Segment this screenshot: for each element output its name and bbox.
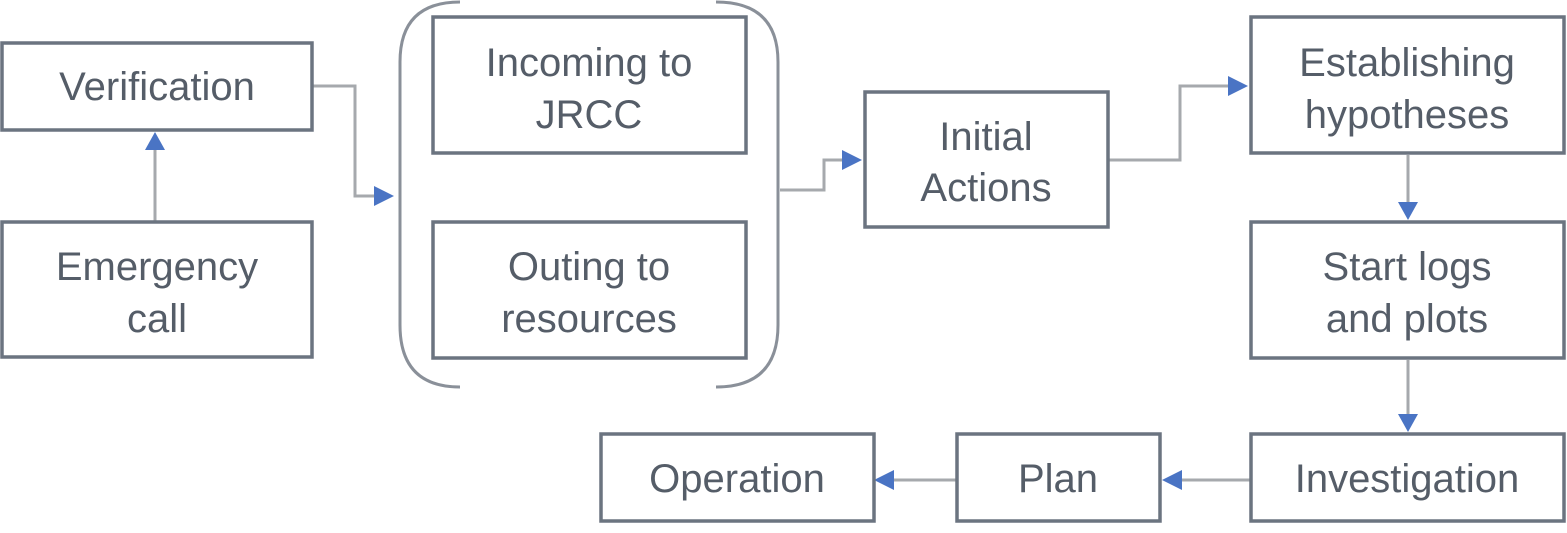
arrowhead-down-icon bbox=[1398, 202, 1418, 220]
node-start-logs-label-1: Start logs bbox=[1323, 245, 1492, 289]
node-emergency-call-label-2: call bbox=[127, 297, 187, 341]
group-bracket-left bbox=[398, 0, 461, 389]
node-verification-label-1: Verification bbox=[59, 65, 255, 109]
node-initial-actions: Initial Actions bbox=[863, 90, 1110, 229]
node-outing-resources: Outing to resources bbox=[431, 220, 748, 360]
node-outing-resources-label-1: Outing to bbox=[508, 245, 670, 289]
node-investigation: Investigation bbox=[1249, 432, 1566, 523]
node-operation: Operation bbox=[599, 432, 876, 523]
node-plan: Plan bbox=[955, 432, 1162, 523]
node-verification: Verification bbox=[0, 41, 314, 132]
node-start-logs: Start logs and plots bbox=[1249, 220, 1566, 360]
group-bracket-right bbox=[715, 0, 780, 389]
arrowhead-right-icon bbox=[374, 186, 394, 206]
edge-initial-actions-to-hypotheses bbox=[1108, 84, 1230, 162]
arrowhead-down-icon bbox=[1398, 414, 1418, 432]
node-initial-actions-label-2: Actions bbox=[920, 166, 1051, 210]
node-incoming-jrcc: Incoming to JRCC bbox=[431, 15, 748, 155]
edge-group-to-initial-actions bbox=[780, 158, 844, 192]
node-outing-resources-label-2: resources bbox=[501, 297, 677, 341]
edge-verification-to-group bbox=[312, 84, 376, 198]
arrowhead-right-icon bbox=[1228, 76, 1248, 96]
node-establishing-hypotheses-label-1: Establishing bbox=[1299, 41, 1515, 85]
arrowhead-right-icon bbox=[842, 150, 862, 170]
arrowhead-up-icon bbox=[145, 132, 165, 150]
node-start-logs-label-2: and plots bbox=[1326, 297, 1488, 341]
node-establishing-hypotheses: Establishing hypotheses bbox=[1249, 15, 1566, 155]
node-operation-label-1: Operation bbox=[649, 457, 825, 501]
node-initial-actions-label-1: Initial bbox=[939, 115, 1032, 159]
node-incoming-jrcc-label-2: JRCC bbox=[536, 93, 643, 137]
arrowhead-left-icon bbox=[1162, 470, 1182, 490]
node-investigation-label-1: Investigation bbox=[1295, 457, 1520, 501]
node-emergency-call-label-1: Emergency bbox=[56, 245, 258, 289]
node-emergency-call: Emergency call bbox=[0, 220, 314, 359]
node-incoming-jrcc-label-1: Incoming to bbox=[486, 41, 693, 85]
node-establishing-hypotheses-label-2: hypotheses bbox=[1305, 93, 1510, 137]
arrowhead-left-icon bbox=[874, 470, 894, 490]
node-plan-label-1: Plan bbox=[1018, 457, 1098, 501]
